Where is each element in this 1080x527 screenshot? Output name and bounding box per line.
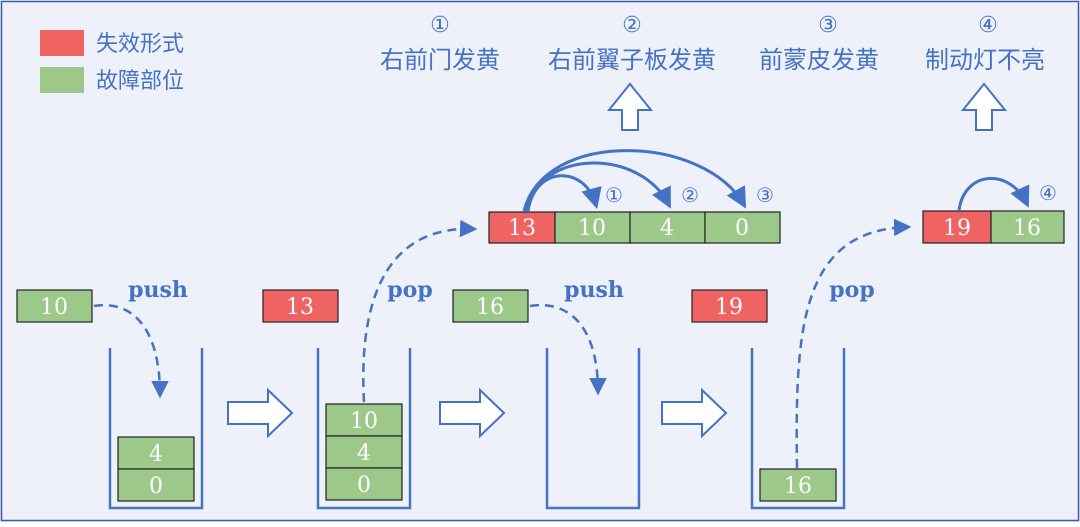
fault-text-3: 前蒙皮发黄 [759,46,879,74]
action-label: pop [829,277,874,303]
up-arrow-icon [960,82,1008,131]
link-arrow [526,174,602,212]
record-cell-failure [922,210,992,244]
record-cell-failure [488,211,556,244]
top-marker-1: ① [430,13,450,38]
step-1: 10 push 4 0 [16,277,204,510]
incoming-value: 10 [40,295,68,320]
push-arrow [529,303,607,396]
step-arrow-icon [661,387,728,439]
record-cell-part [704,211,781,244]
fault-header: ① ② ③ ④ 右前门发黄 右前翼子板发黄 前蒙皮发黄 制动灯不亮 [380,13,1045,74]
link-marker: ② [681,183,699,207]
step-2: 13 pop 10 4 0 [262,219,478,510]
stack-value: 16 [784,474,812,499]
legend-failure-swatch [40,30,84,56]
action-label: push [128,277,188,303]
step-3: 16 push [452,277,641,510]
stack-value: 10 [350,409,378,434]
stack-value: 0 [357,473,371,498]
step-4: 19 pop 16 [691,218,912,510]
incoming-item [691,289,768,323]
fault-text-2: 右前翼子板发黄 [548,46,716,74]
link-arrow [957,177,1030,211]
stack-container [545,348,641,510]
step-arrow-icon [227,387,294,439]
record-cell-value: 0 [735,216,749,241]
legend-failure-label: 失效形式 [96,32,184,57]
up-arrow-icon [606,82,654,131]
fault-text-1: 右前门发黄 [380,46,500,74]
link-marker: ① [605,183,623,207]
incoming-item [16,289,93,323]
legend: 失效形式 故障部位 [40,30,184,94]
stack-item [117,436,195,470]
top-marker-2: ② [622,13,642,38]
incoming-value: 19 [715,295,743,320]
stack-item [325,403,403,437]
stack-item [325,467,403,501]
legend-part-label: 故障部位 [96,69,184,94]
record-cell-value: 19 [943,216,971,241]
result-record-2: 19 16 ④ [922,177,1065,244]
pop-arrow [362,219,478,403]
action-label: pop [387,277,432,303]
stack-value: 4 [357,441,371,466]
step-arrow-icon [439,387,506,439]
top-marker-4: ④ [978,13,998,38]
record-cell-value: 16 [1013,216,1041,241]
stack-item [325,435,403,469]
stack-container [316,348,412,510]
link-marker: ④ [1039,181,1057,205]
record-cell-value: 13 [508,216,536,241]
stack-value: 0 [149,474,163,499]
action-label: push [564,277,624,303]
incoming-item [452,289,529,323]
record-cell-value: 4 [660,216,674,241]
push-arrow [93,303,169,399]
top-marker-3: ③ [818,13,838,38]
stack-item [759,468,837,502]
result-record-1: 13 10 4 0 ① ② ③ [488,149,781,244]
stack-container [108,348,204,510]
record-cell-part [990,210,1065,244]
record-cell-value: 10 [578,216,606,241]
pop-arrow [795,218,912,469]
stack-item [117,468,195,502]
link-arrow [522,149,747,212]
stack-container [750,348,846,510]
stack-value: 4 [149,442,163,467]
link-marker: ③ [756,183,774,207]
link-arrow [524,161,671,212]
fault-text-4: 制动灯不亮 [925,46,1045,74]
legend-part-swatch [40,67,84,93]
incoming-item [262,289,339,323]
incoming-value: 13 [286,295,314,320]
record-cell-part [554,211,631,244]
incoming-value: 16 [476,295,504,320]
